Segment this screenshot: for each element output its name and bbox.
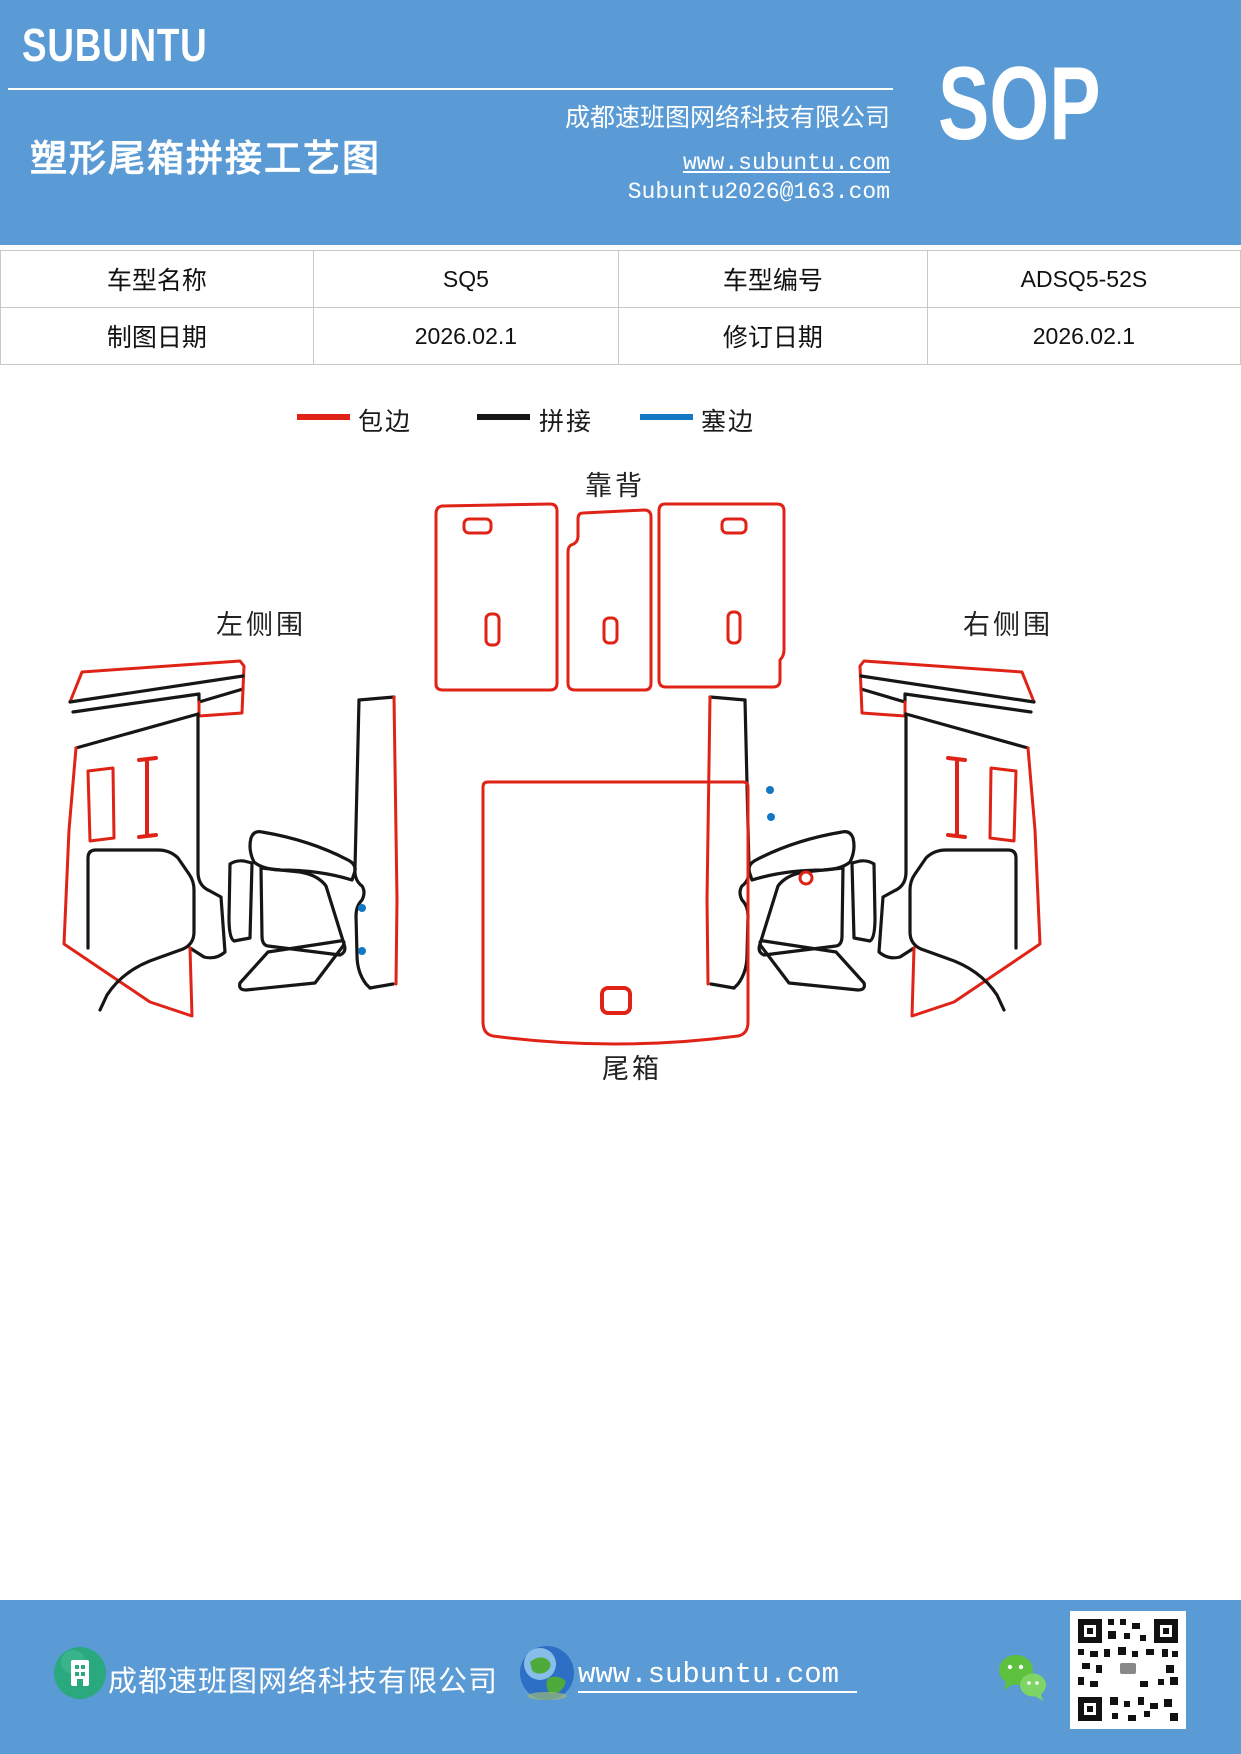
model-code-value: ADSQ5-52S (926, 250, 1241, 308)
wechat-qr-code (1070, 1611, 1186, 1729)
backrest-panel-right (657, 502, 786, 689)
sop-label: SOP (938, 46, 1101, 162)
stuff-edge-dot (358, 904, 366, 912)
subuntu-logo: SUBUNTU (22, 19, 208, 71)
header-website-link[interactable]: www.subuntu.com (682, 150, 890, 176)
model-name-label: 车型名称 (0, 250, 314, 308)
wrap-edge-ring (798, 870, 814, 886)
trunk-label: 尾箱 (602, 1054, 662, 1084)
legend-stuff-edge-label: 塞边 (701, 408, 756, 436)
legend-wrap-edge-line (297, 414, 350, 420)
backrest-panel-left (434, 502, 559, 692)
backrest-panel-middle (566, 508, 653, 692)
vehicle-info-table: 车型名称 SQ5 车型编号 ADSQ5-52S 制图日期 2026.02.1 修… (0, 250, 1241, 365)
right-side-label: 右侧围 (963, 610, 1053, 640)
legend-splice-label: 拼接 (539, 408, 594, 436)
wechat-icon (999, 1655, 1046, 1701)
revise-date-value: 2026.02.1 (926, 307, 1241, 365)
stuff-edge-dot (767, 813, 775, 821)
revise-date-label: 修订日期 (618, 307, 928, 365)
page-title: 塑形尾箱拼接工艺图 (30, 139, 381, 180)
backrest-label: 靠背 (585, 471, 645, 501)
header-banner: SUBUNTU 成都速班图网络科技有限公司 SOP 塑形尾箱拼接工艺图 www.… (0, 0, 1241, 245)
model-name-value: SQ5 (312, 250, 620, 308)
left-side-label: 左侧围 (216, 610, 306, 640)
model-code-label: 车型编号 (618, 250, 928, 308)
header-email: Subuntu2026@163.com (627, 179, 890, 205)
globe-icon (520, 1646, 574, 1700)
right-side-group (705, 659, 1042, 1018)
legend-splice-line (477, 414, 530, 420)
table-row: 车型名称 SQ5 车型编号 ADSQ5-52S (0, 250, 1241, 308)
draw-date-value: 2026.02.1 (312, 307, 620, 365)
legend-wrap-edge-label: 包边 (358, 408, 413, 436)
building-icon (54, 1647, 106, 1699)
legend-stuff-edge-line (640, 414, 693, 420)
draw-date-label: 制图日期 (0, 307, 314, 365)
stuff-edge-dot (358, 947, 366, 955)
stuff-edge-dot (766, 786, 774, 794)
left-side-group (62, 659, 399, 1018)
footer-company-name: 成都速班图网络科技有限公司 (108, 1666, 499, 1698)
table-row: 制图日期 2026.02.1 修订日期 2026.02.1 (0, 307, 1241, 365)
footer-website-link[interactable]: www.subuntu.com (578, 1658, 858, 1693)
header-divider-line (8, 88, 893, 90)
trunk-piece (481, 780, 750, 1046)
header-company-name: 成都速班图网络科技有限公司 (564, 105, 890, 132)
